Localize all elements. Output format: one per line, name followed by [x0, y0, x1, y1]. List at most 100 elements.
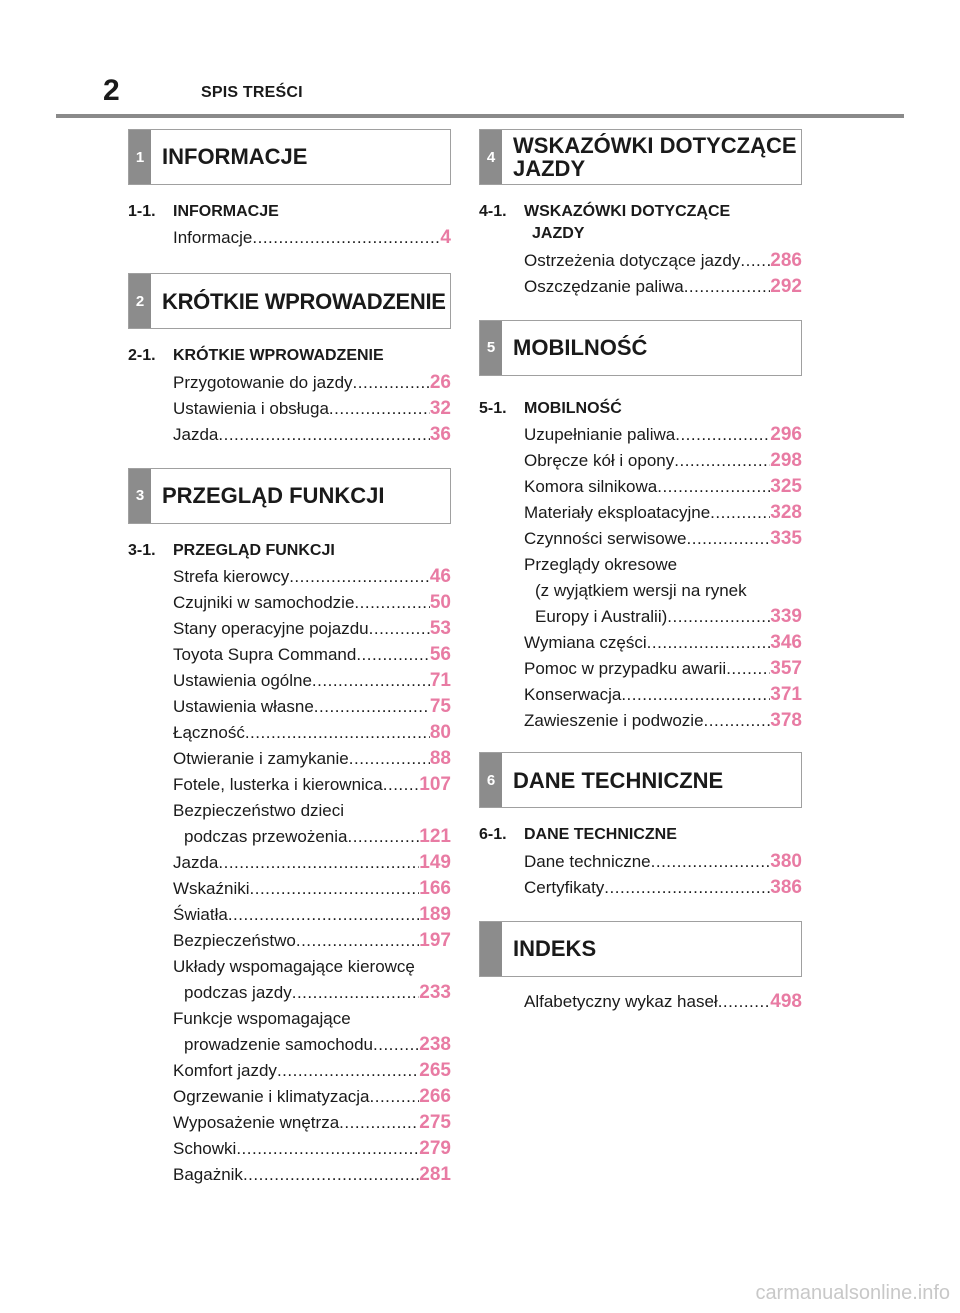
toc-entry[interactable]: Funkcje wspomagające prowadzenie samocho… [173, 1006, 451, 1058]
toc-entry[interactable]: Łączność80 [173, 720, 451, 746]
section-3-heading[interactable]: 3 PRZEGLĄD FUNKCJI [128, 467, 451, 524]
leader-dots [704, 708, 771, 734]
toc-entry[interactable]: Stany operacyjne pojazdu53 [173, 616, 451, 642]
toc-entry[interactable]: Układy wspomagające kierowcę podczas jaz… [173, 954, 451, 1006]
toc-entry[interactable]: Pomoc w przypadku awarii357 [524, 656, 802, 682]
toc-entry[interactable]: Wskaźniki166 [173, 876, 451, 902]
subsection-code: 2-1. [128, 347, 156, 365]
subsection-code: 1-1. [128, 203, 156, 220]
leader-dots [740, 248, 770, 274]
subsection-title: DANE TECHNICZNE [524, 826, 677, 844]
entry-page: 189 [419, 904, 451, 926]
entry-title: Bagażnik [173, 1165, 243, 1185]
entry-page: 298 [770, 450, 802, 472]
leader-dots [354, 590, 429, 616]
toc-entry[interactable]: Konserwacja371 [524, 682, 802, 708]
entry-title: Otwieranie i zamykanie [173, 749, 349, 769]
entry-title: (z wyjątkiem wersji na rynek [535, 581, 747, 601]
toc-entry[interactable]: Strefa kierowcy46 [173, 564, 451, 590]
toc-entry[interactable]: Oszczędzanie paliwa292 [524, 274, 802, 300]
toc-entry[interactable]: Przygotowanie do jazdy26 [173, 370, 451, 396]
toc-entry[interactable]: Alfabetyczny wykaz haseł 498 [524, 989, 802, 1015]
entry-page: 378 [770, 710, 802, 732]
toc-entry[interactable]: Ogrzewanie i klimatyzacja 266 [173, 1084, 451, 1110]
entry-title: Toyota Supra Command [173, 645, 357, 665]
entry-title: Obręcze kół i opony [524, 451, 675, 471]
toc-entry[interactable]: Światła189 [173, 902, 451, 928]
toc-entry[interactable]: Wyposażenie wnętrza275 [173, 1110, 451, 1136]
toc-entry[interactable]: Toyota Supra Command56 [173, 642, 451, 668]
index-heading[interactable]: INDEKS [479, 920, 802, 977]
toc-entry[interactable]: Czujniki w samochodzie50 [173, 590, 451, 616]
toc-entry[interactable]: Zawieszenie i podwozie378 [524, 708, 802, 734]
section-tab [480, 921, 502, 976]
entry-title: Materiały eksploatacyjne [524, 503, 711, 523]
toc-entry[interactable]: Materiały eksploatacyjne328 [524, 500, 802, 526]
toc-entry[interactable]: Wymiana części346 [524, 630, 802, 656]
toc-entry[interactable]: Bezpieczeństwo197 [173, 928, 451, 954]
entry-title: Ustawienia ogólne [173, 671, 312, 691]
toc-entry[interactable]: Obręcze kół i opony 298 [524, 448, 802, 474]
section-5-heading[interactable]: 5 MOBILNOŚĆ [479, 319, 802, 376]
entry-list: Przygotowanie do jazdy26Ustawienia i obs… [128, 370, 451, 448]
entry-page: 357 [770, 658, 802, 680]
toc-entry[interactable]: Bezpieczeństwo dzieci podczas przewożeni… [173, 798, 451, 850]
entry-title: Alfabetyczny wykaz haseł [524, 991, 718, 1011]
leader-dots [250, 876, 420, 902]
section-1-heading[interactable]: 1 INFORMACJE [128, 129, 451, 185]
leader-dots [604, 875, 770, 901]
entry-title: Ogrzewanie i klimatyzacja [173, 1087, 370, 1107]
entry-page: 498 [770, 990, 802, 1012]
toc-entry[interactable]: Komfort jazdy265 [173, 1058, 451, 1084]
subsection-title: MOBILNOŚĆ [524, 399, 622, 417]
entry-title: Komora silnikowa [524, 477, 658, 497]
entry-page: 266 [419, 1086, 451, 1108]
toc-entry[interactable]: Komora silnikowa 325 [524, 474, 802, 500]
leader-dots [252, 225, 440, 251]
toc-entry[interactable]: Schowki279 [173, 1136, 451, 1162]
toc-entry[interactable]: Ustawienia własne75 [173, 694, 451, 720]
toc-entry[interactable]: Ustawienia ogólne71 [173, 668, 451, 694]
entry-list: Alfabetyczny wykaz haseł 498 [479, 989, 802, 1015]
toc-entry[interactable]: Przeglądy okresowe (z wyjątkiem wersji n… [524, 552, 802, 630]
leader-dots [684, 274, 771, 300]
toc-entry[interactable]: Czynności serwisowe335 [524, 526, 802, 552]
toc-entry[interactable]: Fotele, lusterka i kierownica107 [173, 772, 451, 798]
leader-dots [243, 1162, 419, 1188]
entry-page: 296 [770, 424, 802, 446]
toc-entry[interactable]: Jazda149 [173, 850, 451, 876]
toc-entry[interactable]: Uzupełnianie paliwa296 [524, 422, 802, 448]
toc-entry[interactable]: Informacje4 [173, 225, 451, 251]
page-number: 2 [103, 74, 120, 107]
entry-title: Dane techniczne [524, 851, 651, 871]
toc-entry[interactable]: Ustawienia i obsługa32 [173, 396, 451, 422]
entry-title: Ustawienia własne [173, 697, 314, 717]
toc-entry[interactable]: Ostrzeżenia dotyczące jazdy286 [524, 248, 802, 274]
leader-dots [236, 1136, 419, 1162]
section-name: DANE TECHNICZNE [513, 767, 724, 793]
section-2-heading[interactable]: 2 KRÓTKIE WPROWADZENIE [128, 273, 451, 330]
leader-dots [289, 564, 430, 590]
subsection-3-1: 3-1.PRZEGLĄD FUNKCJI [128, 540, 451, 562]
subsection-title-cont: JAZDY [532, 225, 585, 243]
toc-entry[interactable]: Dane techniczne 380 [524, 849, 802, 875]
entry-title: Informacje [173, 228, 253, 248]
entry-title: Funkcje wspomagające [173, 1009, 351, 1029]
subsection-title: PRZEGLĄD FUNKCJI [173, 541, 335, 559]
entry-page: 380 [770, 850, 802, 872]
toc-entry[interactable]: Certyfikaty386 [524, 875, 802, 901]
toc-entry[interactable]: Jazda36 [173, 422, 451, 448]
entry-title: Czynności serwisowe [524, 529, 687, 549]
entry-page: 32 [429, 397, 451, 419]
entry-title: Łączność [173, 723, 245, 743]
toc-entry[interactable]: Bagażnik281 [173, 1162, 451, 1188]
entry-page: 325 [770, 476, 802, 498]
section-4-heading[interactable]: 4 WSKAZÓWKI DOTYCZĄCE JAZDY [479, 129, 802, 185]
section-6-heading[interactable]: 6 DANE TECHNICZNE [479, 752, 802, 809]
entry-page: 286 [770, 249, 802, 271]
toc-entry[interactable]: Otwieranie i zamykanie88 [173, 746, 451, 772]
section-tab: 6 [480, 753, 502, 808]
entry-page: 233 [419, 982, 451, 1004]
entry-title: Bezpieczeństwo [173, 931, 296, 951]
